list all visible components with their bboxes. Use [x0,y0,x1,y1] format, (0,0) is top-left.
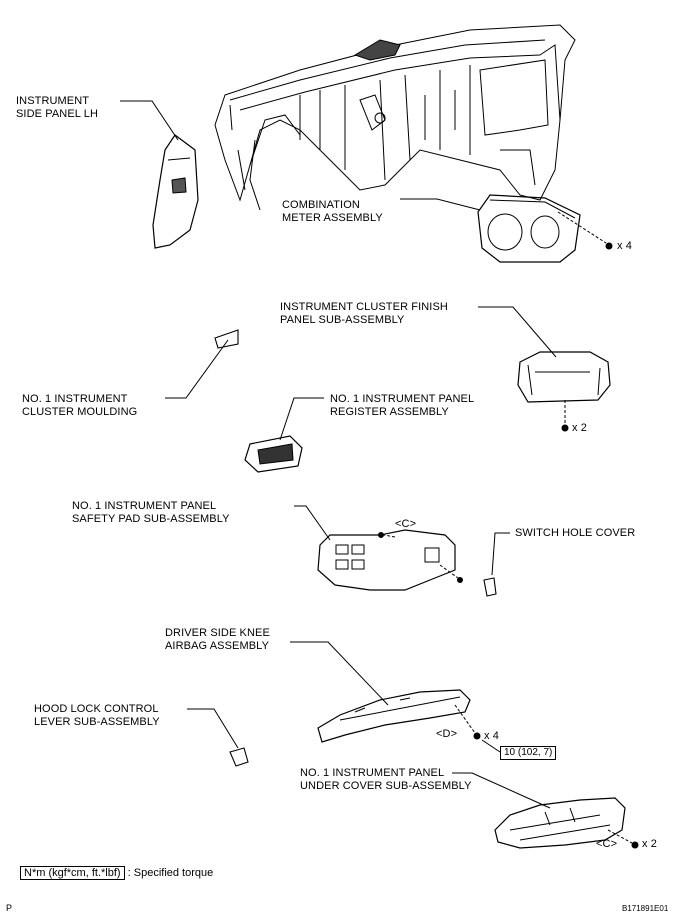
under-cover-screw-icon [631,841,639,849]
label-switch-hole-cover: SWITCH HOLE COVER [515,527,635,540]
label-line: AIRBAG ASSEMBLY [165,640,270,652]
label-line: HOOD LOCK CONTROL [34,703,159,715]
under-cover-screw-dashline [607,829,633,844]
label-knee-airbag: DRIVER SIDE KNEE AIRBAG ASSEMBLY [165,627,270,653]
label-safety-pad: NO. 1 INSTRUMENT PANEL SAFETY PAD SUB-AS… [72,500,230,526]
label-line: PANEL SUB-ASSEMBLY [280,314,405,326]
safety-pad-bolt-dash-top [383,534,396,538]
label-line: METER ASSEMBLY [282,212,383,224]
cluster-moulding-drawing [214,329,239,349]
safety-pad-bolt-icon-bottom [457,577,463,583]
label-line: SIDE PANEL LH [16,108,98,120]
leader-switch-hole [491,532,510,576]
hood-lock-lever-drawing [229,747,249,767]
knee-airbag-drawing [317,689,471,743]
finish-clip-icon [561,424,569,432]
meter-screw-qty: x 4 [617,240,632,252]
dashboard-frame-drawing [214,24,576,211]
leader-panel-register [279,397,324,441]
combination-meter-drawing [477,194,581,263]
label-line: NO. 1 INSTRUMENT PANEL [72,500,217,512]
label-panel-register: NO. 1 INSTRUMENT PANEL REGISTER ASSEMBLY [330,393,474,419]
label-line: COMBINATION [282,199,360,211]
torque-value-box: 10 (102, 7) [500,746,557,760]
label-line: UNDER COVER SUB-ASSEMBLY [300,780,472,792]
meter-screw-icon [605,242,613,250]
label-line: SAFETY PAD SUB-ASSEMBLY [72,513,230,525]
label-line: LEVER SUB-ASSEMBLY [34,716,160,728]
label-line: INSTRUMENT [16,95,90,107]
meter-screw-dashline [557,211,607,244]
label-line: INSTRUMENT CLUSTER FINISH [280,301,448,313]
footer-right-code: B171891E01 [622,904,669,913]
label-hood-lock-lever: HOOD LOCK CONTROL LEVER SUB-ASSEMBLY [34,703,160,729]
under-cover-drawing [494,797,626,849]
label-cluster-moulding: NO. 1 INSTRUMENT CLUSTER MOULDING [22,393,137,419]
legend-text: : Specified torque [127,867,214,879]
switch-hole-cover-drawing [483,577,497,597]
label-line: CLUSTER MOULDING [22,406,138,418]
safety-pad-bolt-dash-bottom [439,564,459,579]
torque-pointer [481,739,501,753]
label-line: DRIVER SIDE KNEE [165,627,270,639]
label-line: REGISTER ASSEMBLY [330,406,449,418]
leader-cluster-moulding [165,339,229,399]
leader-side-panel [120,100,179,141]
label-line: NO. 1 INSTRUMENT PANEL [300,767,445,779]
label-line: NO. 1 INSTRUMENT [22,393,128,405]
side-panel-lh-drawing [152,134,199,249]
safety-pad-bolt-icon-top [378,532,384,538]
label-line: SWITCH HOLE COVER [515,527,636,539]
legend-unit-box: N*m (kgf*cm, ft.*lbf) [20,866,125,880]
leader-combination-meter [400,198,481,211]
leader-cluster-finish [478,306,557,358]
marker-d: <D> [436,728,458,740]
label-combination-meter: COMBINATION METER ASSEMBLY [282,199,383,225]
torque-legend: N*m (kgf*cm, ft.*lbf) : Specified torque [20,866,213,880]
cluster-finish-panel-drawing [517,351,611,403]
leader-under-cover [452,772,551,809]
under-cover-screw-qty: x 2 [642,838,657,850]
finish-clip-qty: x 2 [572,422,587,434]
knee-bolt-qty: x 4 [484,730,499,742]
label-under-cover: NO. 1 INSTRUMENT PANEL UNDER COVER SUB-A… [300,767,472,793]
leader-safety-pad [294,505,331,541]
label-line: NO. 1 INSTRUMENT PANEL [330,393,475,405]
leader-knee-airbag [290,641,389,706]
leader-hood-lock [187,708,239,749]
knee-bolt-icon [473,732,481,740]
label-cluster-finish-panel: INSTRUMENT CLUSTER FINISH PANEL SUB-ASSE… [280,301,448,327]
marker-c-upper: <C> [395,518,417,530]
panel-register-drawing [244,435,303,473]
footer-left-code: P [6,903,13,913]
knee-bolt-dashline [454,704,476,734]
marker-c-lower: <C> [596,838,618,850]
label-side-panel-lh: INSTRUMENT SIDE PANEL LH [16,95,98,121]
safety-pad-drawing [317,529,456,591]
